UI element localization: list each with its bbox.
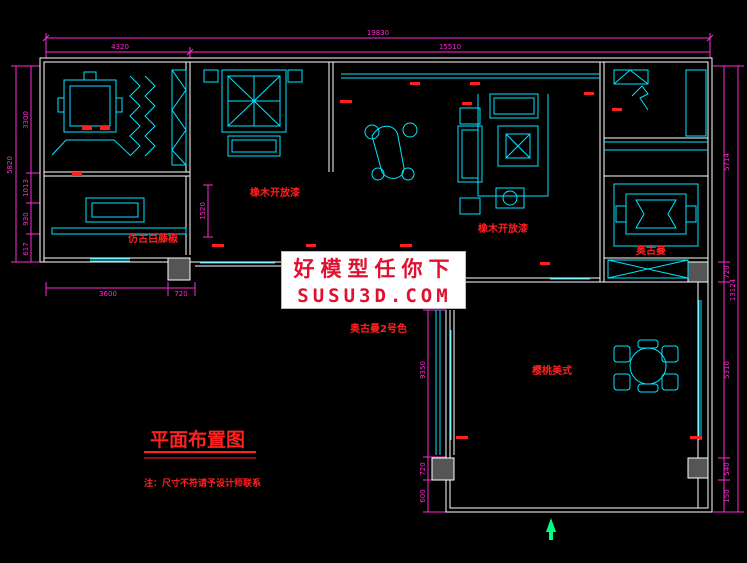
dim-hall-2: 720 <box>419 462 427 475</box>
room-label-bedroom: 橡木开放漆 <box>250 186 300 199</box>
dim-left-total: 5820 <box>6 156 14 174</box>
dim-top-right: 15510 <box>439 43 461 51</box>
material-markers <box>72 82 702 439</box>
dim-right-3: 5310 <box>723 361 731 379</box>
room-label-fireplace: 仿古白藤椒 <box>128 232 179 245</box>
windows <box>90 73 702 440</box>
dim-top-left: 4320 <box>111 43 129 51</box>
dimension-lines <box>11 33 744 513</box>
dim-hall-3: 600 <box>419 489 427 502</box>
dim-hall-1: 9350 <box>419 361 427 379</box>
dim-top-total: 19830 <box>367 29 389 37</box>
dim-right-4: 540 <box>723 462 731 475</box>
dim-right-5: 150 <box>723 489 731 502</box>
plan-note: 注：尺寸不符请予设计师联系 <box>144 477 261 489</box>
room-label-dining: 奥古曼 <box>636 244 666 257</box>
room-label-hall: 樱桃美式 <box>532 364 572 377</box>
dim-right-total: 13124 <box>729 278 737 301</box>
dim-left-1: 3300 <box>22 111 30 129</box>
watermark-line2: SUSU3D.COM <box>297 285 452 307</box>
room-label-corridor: 奥古曼2号色 <box>350 322 407 335</box>
dimension-texts: 19830 4320 15510 3600 720 5820 3300 1013… <box>6 29 737 503</box>
dim-bottom-left: 3600 <box>99 290 117 298</box>
dim-inner-1: 1520 <box>199 202 207 220</box>
north-arrow-icon <box>546 518 556 540</box>
dim-left-3: 930 <box>22 212 30 225</box>
room-label-living: 橡木开放漆 <box>478 222 528 235</box>
dim-left-2: 1013 <box>22 179 30 197</box>
dim-left-4: 617 <box>22 242 30 255</box>
furniture <box>51 69 708 455</box>
watermark-line1: 好模型任你下 <box>293 257 456 281</box>
plan-title: 平面布置图 <box>150 428 245 451</box>
room-labels: 仿古白藤椒 橡木开放漆 橡木开放漆 奥古曼 奥古曼2号色 樱桃美式 <box>128 186 666 377</box>
watermark: 好模型任你下 SUSU3D.COM <box>281 251 466 309</box>
dim-right-2: 720 <box>723 265 731 278</box>
dim-right-1: 5714 <box>723 153 731 171</box>
dim-bottom-mid: 720 <box>174 290 187 298</box>
